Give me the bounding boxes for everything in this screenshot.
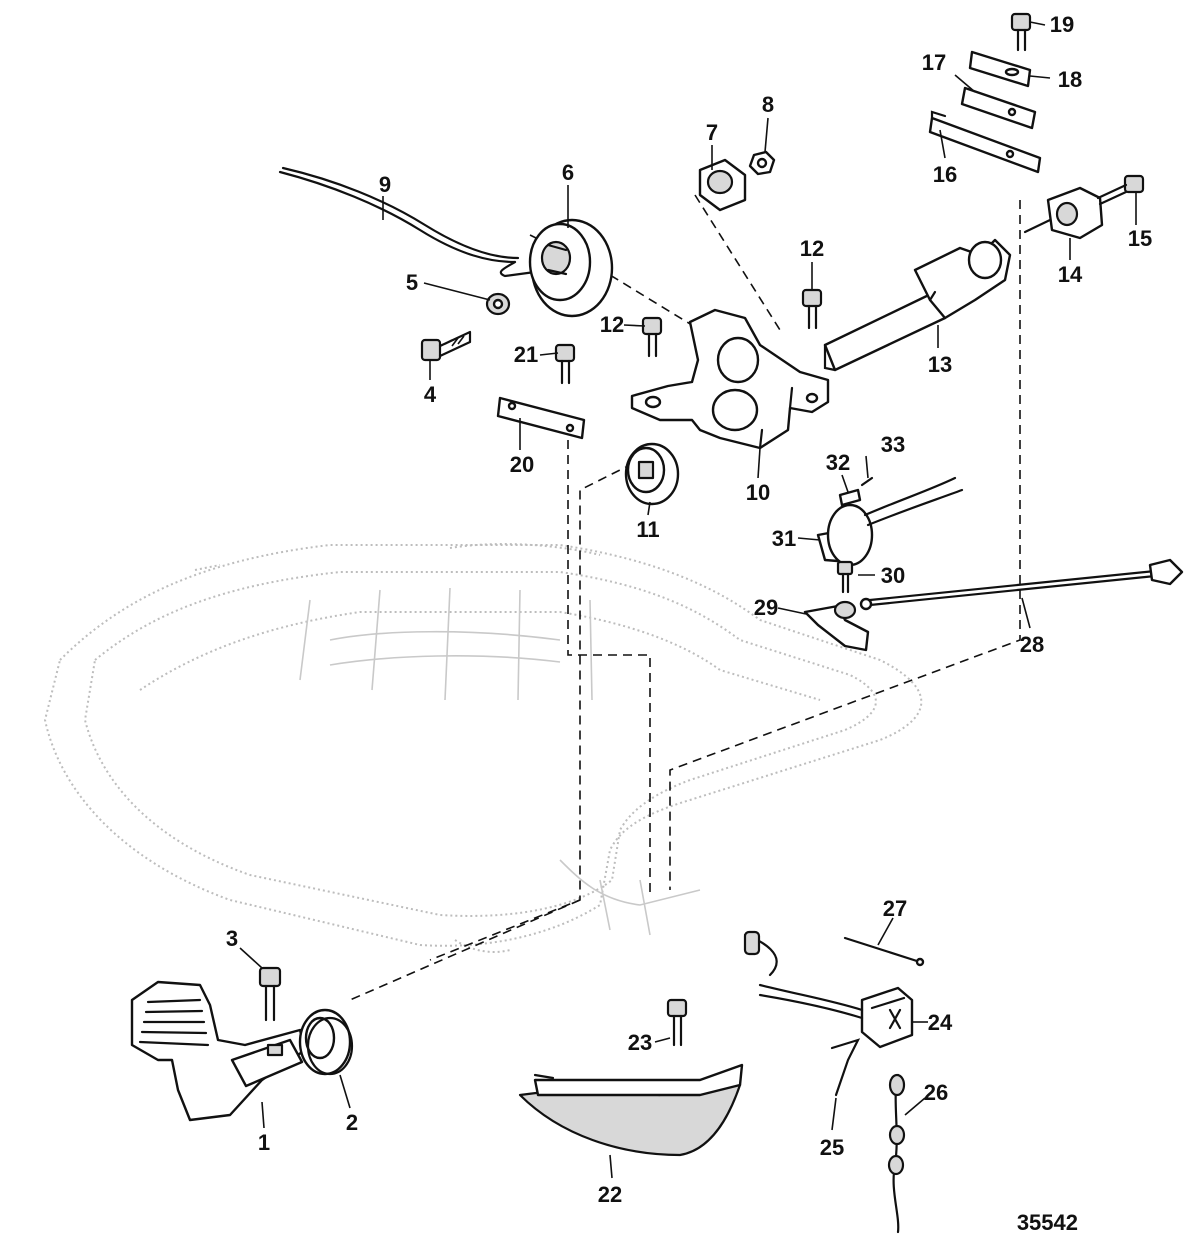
callout-22: 22 [598, 1182, 622, 1207]
part-27-tie [843, 936, 925, 967]
callout-33: 33 [881, 432, 905, 457]
callout-16: 16 [933, 162, 957, 187]
part-19-bolt [1010, 12, 1032, 52]
leader-lines [239, 21, 1137, 1179]
part-28-cable [859, 558, 1184, 611]
callout-4: 4 [424, 382, 437, 407]
part-23-screw [666, 998, 688, 1047]
callout-15: 15 [1128, 226, 1152, 251]
part-24-switch [743, 930, 914, 1049]
callout-26: 26 [924, 1080, 948, 1105]
callout-labels: 1 2 3 4 5 6 7 8 9 10 11 12 12 13 14 15 1… [226, 12, 1152, 1207]
part-31-stop-switch [816, 476, 964, 567]
part-18-plate [968, 50, 1032, 88]
part-2-grommet [298, 1008, 354, 1076]
callout-7: 7 [706, 120, 718, 145]
part-10-bracket [630, 308, 830, 450]
part-11-bushing [624, 442, 680, 506]
callout-31: 31 [772, 526, 796, 551]
part-13-handle-shaft [823, 238, 1012, 372]
part-21-bolt [554, 343, 576, 385]
part-3-bolt [258, 966, 282, 1022]
figure-number: 35542 [1017, 1210, 1078, 1235]
part-32-clip [838, 488, 862, 507]
callout-13: 13 [928, 352, 952, 377]
callout-28: 28 [1020, 632, 1044, 657]
callout-30: 30 [881, 563, 905, 588]
callout-21: 21 [514, 342, 538, 367]
callout-6: 6 [562, 160, 574, 185]
part-12-bolt-left [641, 316, 663, 358]
callout-19: 19 [1050, 12, 1074, 37]
callout-25: 25 [820, 1135, 844, 1160]
callout-14: 14 [1058, 262, 1083, 287]
callout-17: 17 [922, 50, 946, 75]
assembly-alignment-lines [349, 194, 1021, 1001]
callout-11: 11 [636, 517, 659, 542]
part-17-plate [960, 86, 1037, 130]
part-12-bolt-right [801, 288, 823, 330]
callout-3: 3 [226, 926, 238, 951]
callout-29: 29 [754, 595, 778, 620]
callout-27: 27 [883, 896, 907, 921]
part-8-nut [748, 150, 776, 176]
callout-5: 5 [406, 270, 418, 295]
part-20-plate [496, 396, 586, 440]
background-cowl-outline [43, 543, 923, 953]
callout-12-left: 12 [600, 312, 624, 337]
callout-20: 20 [510, 452, 534, 477]
callout-9: 9 [379, 172, 391, 197]
part-25-clip [830, 1038, 861, 1097]
part-6-cam-pulley [528, 218, 614, 318]
part-1-tiller-handle [130, 980, 307, 1122]
part-15-bolt [1096, 174, 1145, 206]
callout-8: 8 [762, 92, 774, 117]
callout-32: 32 [826, 450, 850, 475]
callout-2: 2 [346, 1110, 358, 1135]
part-29-bracket [803, 600, 870, 652]
part-9-link-rod [278, 166, 537, 278]
part-26-lanyard [887, 1073, 906, 1234]
callout-12-right: 12 [800, 236, 824, 261]
part-30-screw [836, 560, 854, 594]
part-16-strap [928, 110, 1042, 174]
callout-18: 18 [1058, 67, 1082, 92]
part-7-bushing [698, 158, 747, 212]
callout-10: 10 [746, 480, 770, 505]
part-5-washer [485, 292, 511, 316]
callout-24: 24 [928, 1010, 953, 1035]
part-14-friction-block [1023, 186, 1104, 240]
callout-23: 23 [628, 1030, 652, 1055]
part-33-screw [860, 476, 874, 487]
part-22-cover [518, 1063, 744, 1157]
callout-1: 1 [258, 1130, 270, 1155]
part-4-bolt [420, 330, 472, 362]
